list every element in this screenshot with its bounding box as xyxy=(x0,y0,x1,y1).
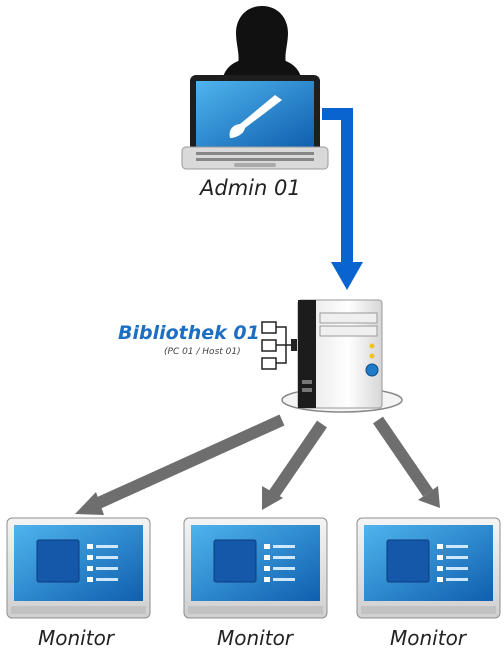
admin-label: Admin 01 xyxy=(200,176,301,200)
monitor-label: Monitor xyxy=(390,626,467,650)
drive-ports-icon xyxy=(261,321,297,370)
server-tower-icon xyxy=(281,299,403,413)
monitor-icon xyxy=(356,517,501,619)
laptop-icon xyxy=(181,75,329,170)
monitor-label: Monitor xyxy=(38,626,115,650)
paintbrush-icon xyxy=(229,95,282,138)
monitor-icon xyxy=(6,517,151,619)
monitor-icon xyxy=(183,517,328,619)
admin-to-library-arrow xyxy=(322,108,363,290)
person-icon xyxy=(222,6,302,82)
monitors xyxy=(6,517,501,619)
monitor-label: Monitor xyxy=(217,626,294,650)
library-title: Bibliothek 01 xyxy=(118,322,260,344)
library-subtitle: (PC 01 / Host 01) xyxy=(164,347,241,357)
library-to-monitor-arrows xyxy=(75,414,440,515)
